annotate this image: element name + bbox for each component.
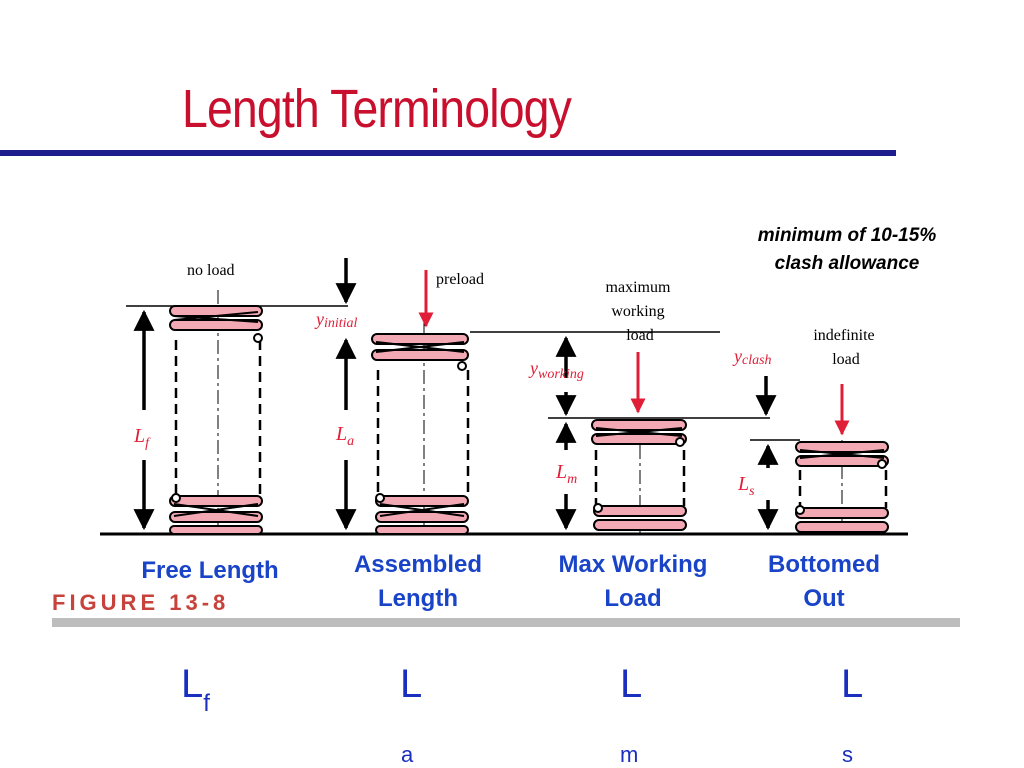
label-lf: Lf bbox=[133, 425, 151, 451]
label-max-working-load: maximum working load bbox=[606, 279, 675, 344]
label-la: La bbox=[335, 423, 354, 449]
label-ls: Ls bbox=[737, 473, 755, 499]
symbol-ls-sub: s bbox=[842, 742, 853, 767]
caption-free-length: Free Length bbox=[141, 557, 279, 584]
symbol-lm: L bbox=[620, 662, 643, 706]
symbol-la: L bbox=[400, 662, 423, 706]
label-lm: Lm bbox=[555, 461, 577, 487]
spring-length-diagram: no load Lf preload yinitial La bbox=[100, 258, 908, 536]
caption-bottomed-line-1: Bottomed bbox=[768, 551, 880, 578]
label-y-initial: yinitial bbox=[314, 309, 358, 331]
spring-max-working bbox=[591, 419, 687, 534]
label-preload: preload bbox=[436, 271, 484, 288]
symbol-lf-sub: f bbox=[203, 690, 210, 717]
note-line-1: minimum of 10-15% bbox=[757, 225, 937, 246]
figure-label: FIGURE 13-8 bbox=[52, 590, 230, 615]
spring-bottomed bbox=[795, 440, 889, 534]
label-no-load: no load bbox=[187, 262, 235, 279]
caption-assembled-length: Assembled Length bbox=[320, 548, 516, 616]
spring-assembled bbox=[371, 320, 470, 535]
symbol-ls: L bbox=[841, 662, 864, 706]
caption-max-working-load: Max Working Load bbox=[528, 548, 738, 616]
slide-title: Length Terminology bbox=[182, 79, 572, 139]
figure-divider bbox=[52, 618, 960, 627]
label-y-working: yworking bbox=[528, 358, 584, 382]
caption-bottomed-line-2: Out bbox=[803, 585, 845, 612]
clash-allowance-note: minimum of 10-15% clash allowance bbox=[722, 222, 972, 278]
title-rule bbox=[0, 150, 896, 156]
symbol-lf: Lf bbox=[181, 662, 210, 717]
symbol-lf-base: L bbox=[181, 662, 204, 706]
caption-bottomed-out: Bottomed Out bbox=[744, 548, 904, 616]
spring-free bbox=[169, 290, 263, 535]
symbol-lm-sub: m bbox=[620, 742, 639, 767]
caption-assembled-line-2: Length bbox=[378, 585, 458, 612]
label-y-clash: yclash bbox=[732, 346, 772, 368]
caption-max-line-1: Max Working bbox=[558, 551, 708, 578]
label-indefinite-load: indefinite load bbox=[813, 327, 878, 368]
symbol-la-sub: a bbox=[401, 742, 414, 767]
note-line-2: clash allowance bbox=[774, 253, 920, 274]
caption-assembled-line-1: Assembled bbox=[353, 551, 483, 578]
caption-max-line-2: Load bbox=[604, 585, 662, 612]
